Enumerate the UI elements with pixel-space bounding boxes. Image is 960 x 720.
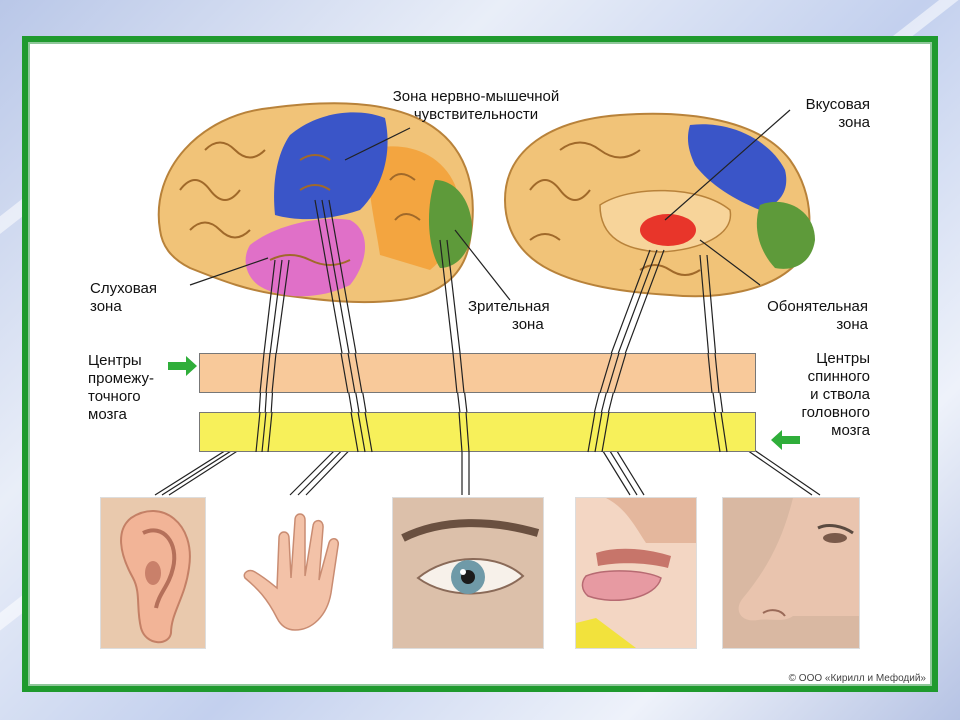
copyright-notice: © ООО «Кирилл и Мефодий» <box>789 673 926 684</box>
neuromuscular-zone-label: Зона нервно-мышечной чувствительности <box>360 88 592 124</box>
olfactory-zone-label: Обонятельная зона <box>720 298 868 334</box>
ear-photo <box>100 497 206 649</box>
nose-photo <box>722 497 860 649</box>
visual-zone-label: Зрительная зона <box>468 298 578 334</box>
diencephalon-centers-label: Центры промежу- точного мозга <box>88 352 178 424</box>
taste-zone-label: Вкусовая зона <box>760 96 870 132</box>
spinal-centers-label: Центры спинного и ствола головного мозга <box>760 350 870 440</box>
tongue-photo <box>575 497 697 649</box>
eye-photo <box>392 497 544 649</box>
auditory-zone-label: Слуховая зона <box>90 280 190 316</box>
hand-photo <box>236 497 370 649</box>
